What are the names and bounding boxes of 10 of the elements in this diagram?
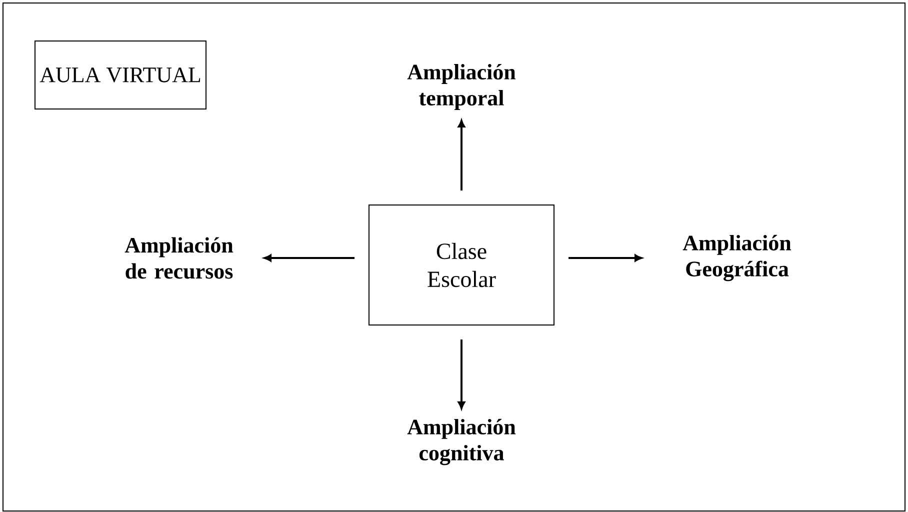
- node-label: Ampliación Geográfica: [682, 234, 792, 282]
- arrow: [264, 254, 354, 262]
- node-label: Ampliación de recursos: [124, 237, 234, 279]
- arrow: [568, 254, 642, 262]
- arrow: [458, 340, 466, 409]
- node-label: Ampliación cognitiva: [407, 418, 516, 466]
- label-box: Clase Escolar: [368, 204, 554, 326]
- label-box: AULA VIRTUAL: [34, 40, 206, 110]
- node-label: Ampliación temporal: [407, 64, 516, 110]
- arrow: [458, 120, 466, 190]
